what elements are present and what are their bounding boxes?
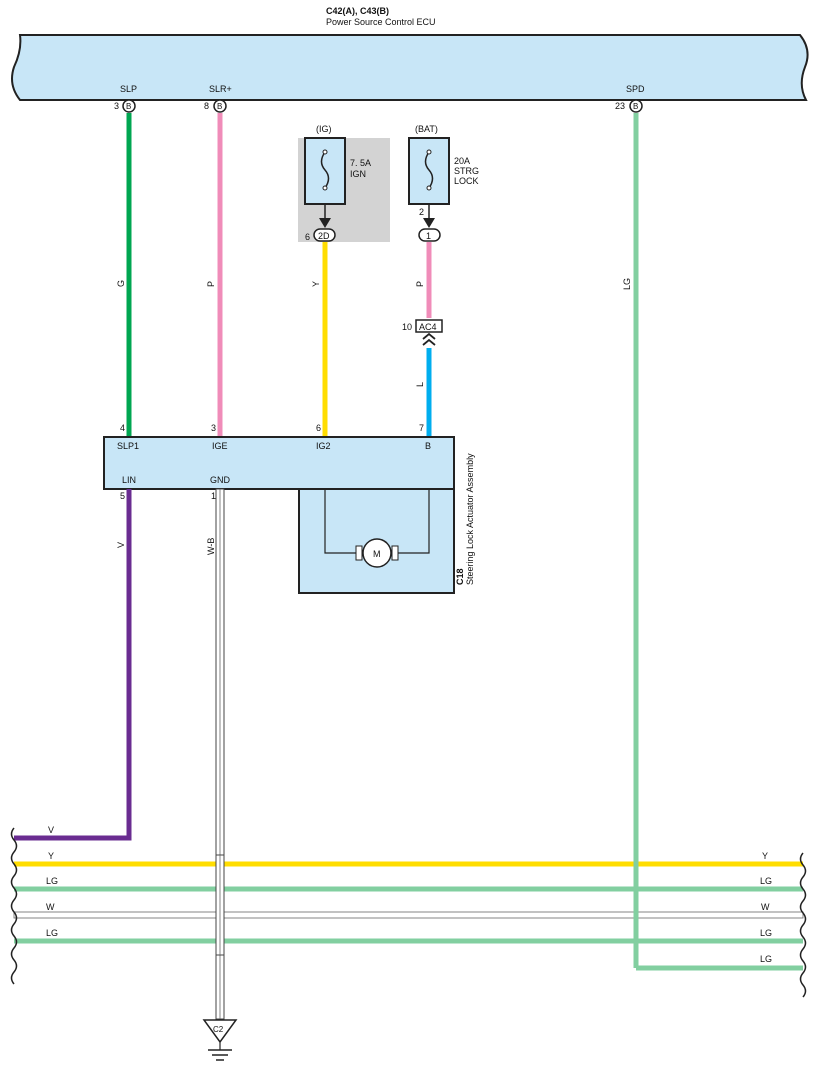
fuse-terminal	[426, 185, 432, 191]
actuator-pin-number: 5	[120, 491, 125, 501]
bat-fuse-source: (BAT)	[415, 124, 438, 134]
motor-wiring	[324, 489, 430, 554]
ecu-pin-label: SPD	[626, 84, 645, 94]
bus-label-left: LG	[46, 928, 58, 938]
actuator-pin-label: SLP1	[117, 441, 139, 451]
junction-oval	[418, 228, 441, 242]
bat-fuse-out-pin: 2	[419, 207, 424, 217]
ig-fuse-out-pin: 6	[305, 232, 310, 242]
actuator-pin-label: GND	[210, 475, 231, 485]
wire-label-gnd: W-B	[206, 538, 216, 555]
ecu-pin-label: SLR+	[209, 84, 232, 94]
ecu-pin-connector: B	[126, 102, 131, 111]
fuse-symbol-icon	[320, 151, 330, 189]
ecu-pin-number: 23	[615, 101, 625, 111]
fuse-terminal	[322, 185, 328, 191]
bus-line-w	[13, 911, 804, 919]
wire-label-slp: G	[116, 280, 126, 287]
ecu-connector-title: C42(A), C43(B)	[326, 6, 389, 16]
ig-fuse-junction: 2D	[318, 231, 330, 241]
ecu-pin-label: SLP	[120, 84, 137, 94]
wire-label-bat: P	[415, 281, 425, 287]
ecu-pin-connector: B	[633, 102, 638, 111]
ecu-pin-number: 3	[114, 101, 119, 111]
actuator-pin-label: IGE	[212, 441, 228, 451]
motor-label: M	[373, 549, 381, 559]
wire-label-lin: V	[116, 542, 126, 548]
bat-fuse-name: STRG	[454, 166, 479, 176]
ig-fuse-name: IGN	[350, 169, 366, 179]
ground-triangle	[202, 1019, 238, 1044]
wire-label-ig: Y	[311, 281, 321, 287]
bus-label-left: V	[48, 825, 54, 835]
actuator-pin-number: 4	[120, 423, 125, 433]
break-mark-left	[10, 827, 18, 985]
bus-label-right: LG	[760, 876, 772, 886]
ground-id: C2	[213, 1025, 224, 1034]
actuator-body	[103, 436, 455, 490]
ecu-block	[11, 34, 809, 101]
ecu-name: Power Source Control ECU	[326, 17, 436, 27]
fuse-symbol-icon	[424, 151, 434, 189]
bat-fuse-junction: 1	[426, 231, 431, 241]
actuator-pin-number: 7	[419, 423, 424, 433]
bat-fuse-name2: LOCK	[454, 176, 479, 186]
actuator-pin-number: 6	[316, 423, 321, 433]
actuator-pin-label: IG2	[316, 441, 331, 451]
motor-brush	[355, 545, 363, 561]
arrow-down-icon	[423, 218, 435, 228]
wire-label-bat-low: L	[415, 382, 425, 387]
connector-circle	[122, 99, 136, 113]
bus-label-right: LG	[760, 954, 772, 964]
wire-label-spd: LG	[622, 278, 632, 290]
fuse-terminal	[322, 149, 328, 155]
chevron-up-icon	[422, 332, 436, 346]
bus-label-right: W	[761, 902, 770, 912]
ecu-pin-connector: B	[217, 102, 222, 111]
wire-lin	[14, 489, 132, 841]
actuator-name: Steering Lock Actuator Assembly	[465, 453, 475, 585]
ecu-pin-slr: SLR+ 8 B	[204, 84, 232, 113]
actuator-pin-number: 1	[211, 491, 216, 501]
ecu-pin-slp: SLP 3 B	[114, 84, 137, 113]
bus-label-left: Y	[48, 851, 54, 861]
motor-icon	[362, 538, 392, 568]
ecu-pin-number: 8	[204, 101, 209, 111]
bus-label-right: LG	[760, 928, 772, 938]
bus-label-left: LG	[46, 876, 58, 886]
inline-connector-id: AC4	[419, 322, 437, 332]
arrow-down-icon	[319, 218, 331, 228]
bus-label-left: W	[46, 902, 55, 912]
connector-circle	[213, 99, 227, 113]
connector-circle	[629, 99, 643, 113]
wire-label-slr: P	[206, 281, 216, 287]
actuator-connector: C18	[455, 568, 465, 585]
bus-label-right: Y	[762, 851, 768, 861]
junction-oval	[313, 228, 336, 242]
actuator-pin-label: B	[425, 441, 431, 451]
inline-connector-pin: 10	[402, 322, 412, 332]
actuator-pin-label: LIN	[122, 475, 136, 485]
bat-fuse-rating: 20A	[454, 156, 470, 166]
break-mark-right	[799, 852, 807, 998]
inline-connector-box	[415, 319, 443, 333]
actuator-pin-number: 3	[211, 423, 216, 433]
motor-brush	[391, 545, 399, 561]
ig-fuse-source: (IG)	[316, 124, 332, 134]
ecu-pin-spd: SPD 23 B	[615, 84, 645, 113]
fuse-terminal	[426, 149, 432, 155]
ig-fuse-rating: 7. 5A	[350, 158, 371, 168]
